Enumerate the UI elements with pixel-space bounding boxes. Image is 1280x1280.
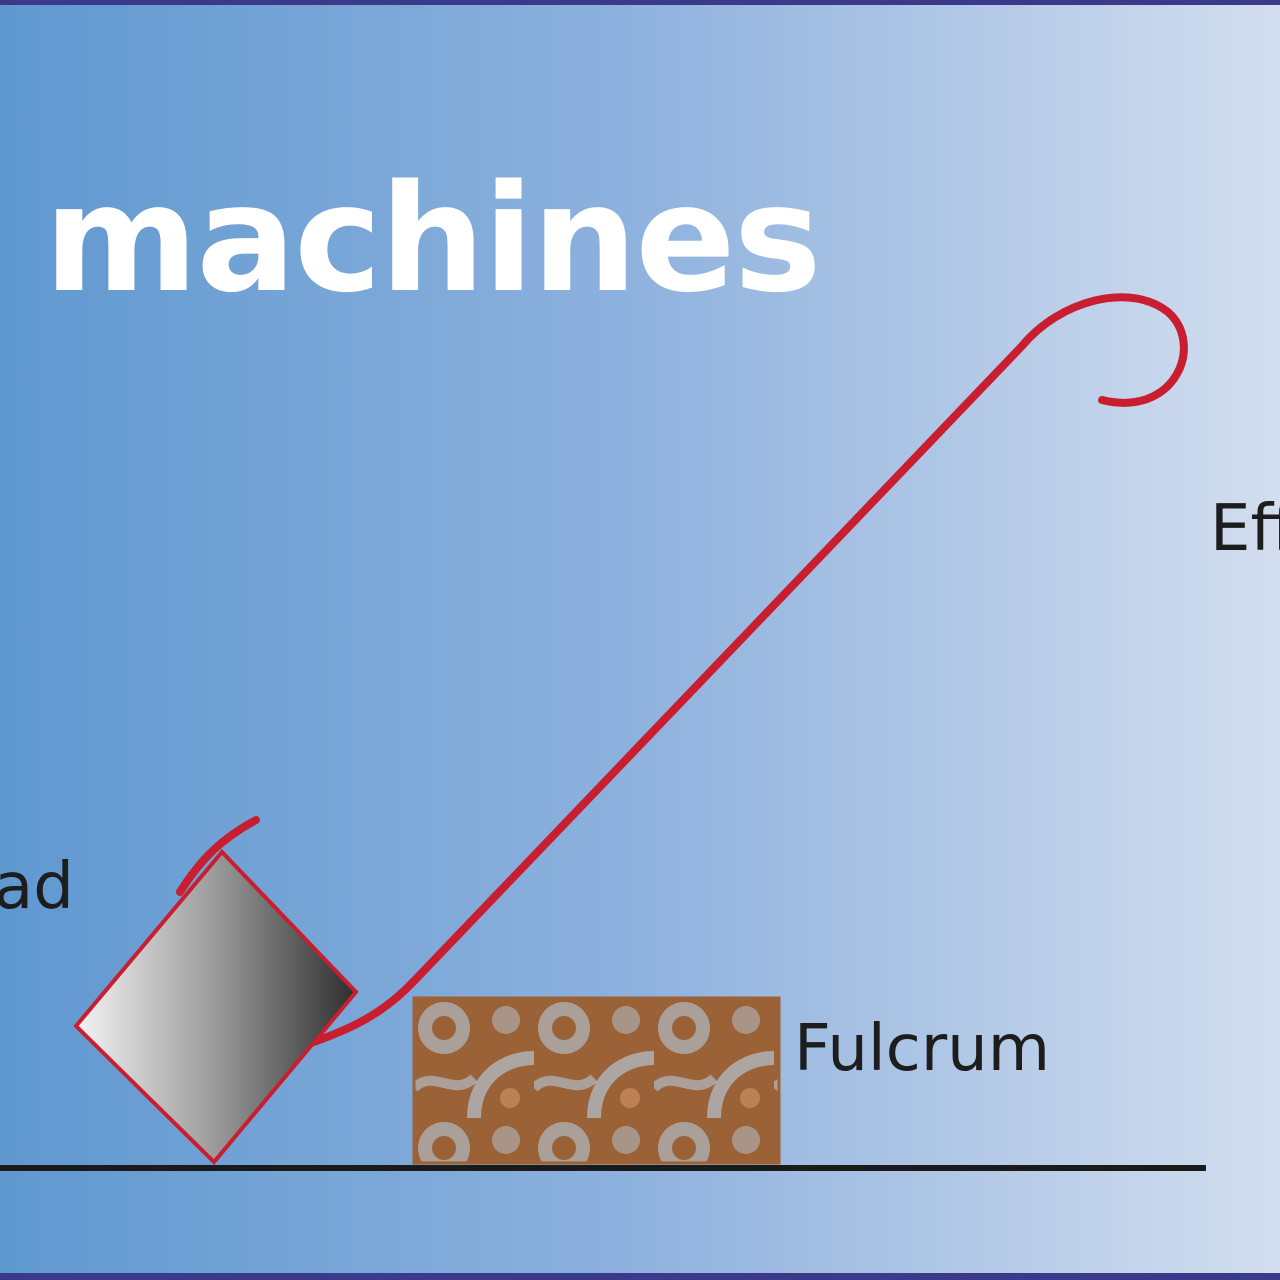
lever-bar [301,293,1188,1049]
page-title: machines [44,153,820,325]
lever-tail [176,816,260,896]
load-box [73,849,359,1165]
bottom-border [0,1273,1280,1280]
load-label: ad [0,850,74,924]
effort-label: Eff [1210,492,1280,566]
top-border [0,0,1280,5]
fulcrum-label: Fulcrum [794,1012,1050,1086]
fulcrum-block [412,996,781,1165]
